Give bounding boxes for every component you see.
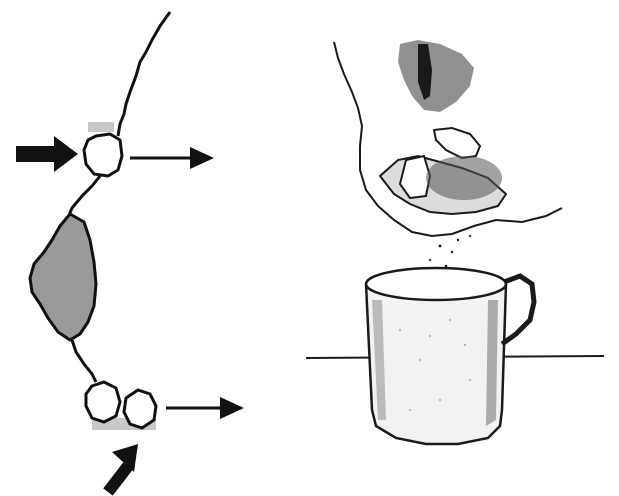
lower-lobule-right — [124, 390, 156, 428]
duct-lower — [72, 340, 96, 382]
upper-lobule — [84, 134, 122, 176]
diagonal-pointer-arrow-icon — [108, 444, 138, 492]
lower-lobule-left — [86, 382, 120, 422]
duct-line — [118, 12, 170, 136]
upper-highlight — [88, 122, 114, 132]
duct-middle — [68, 176, 100, 218]
right-arrow-icon-lower — [166, 397, 244, 419]
right-arrow-icon — [130, 147, 214, 169]
gland-diagram — [30, 12, 170, 430]
pointer-arrow-icon — [16, 136, 78, 172]
hand-icon — [334, 40, 562, 283]
gland-body — [30, 214, 96, 340]
